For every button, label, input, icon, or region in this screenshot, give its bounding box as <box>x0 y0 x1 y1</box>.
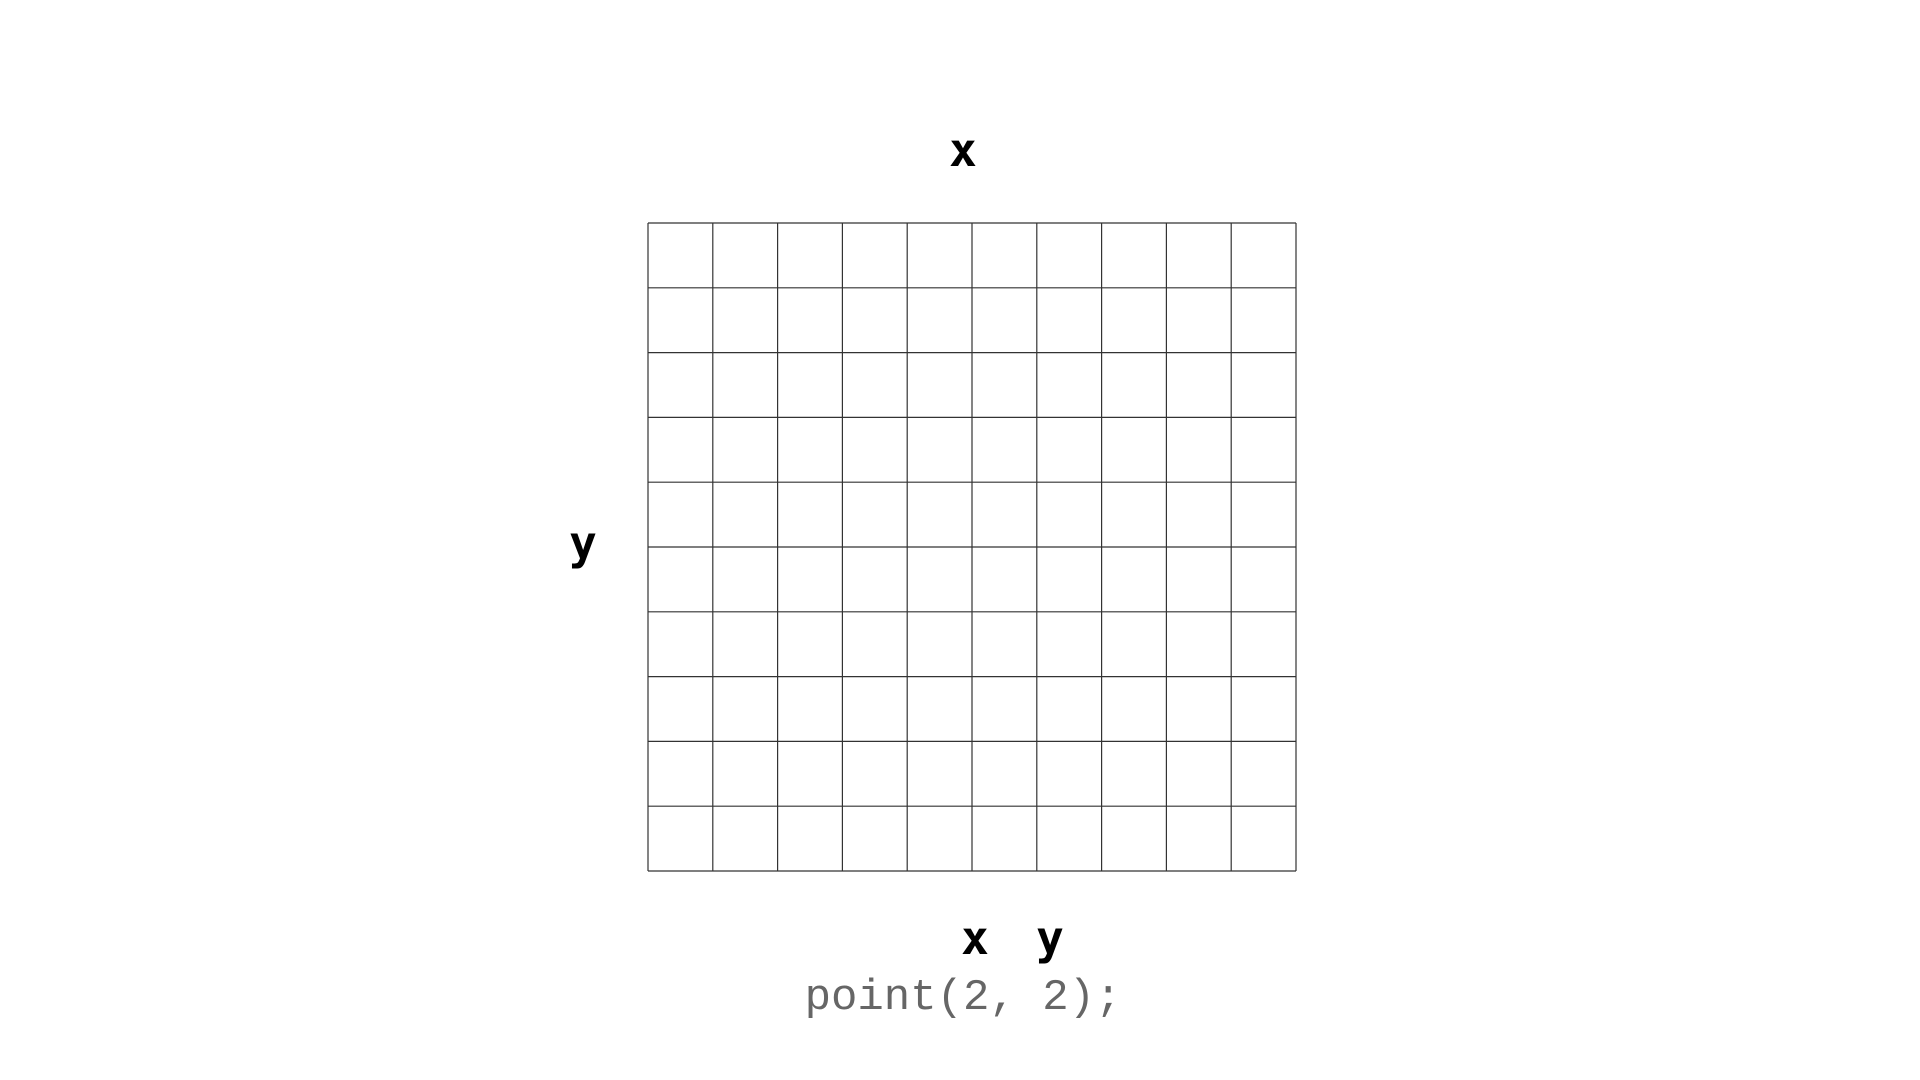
y-parameter-label: y <box>1036 911 1064 965</box>
x-parameter-label: x <box>961 911 989 965</box>
point-function-call: point(2, 2); <box>804 973 1122 1023</box>
y-axis-label: y <box>569 516 597 570</box>
x-axis-label: x <box>949 123 977 177</box>
